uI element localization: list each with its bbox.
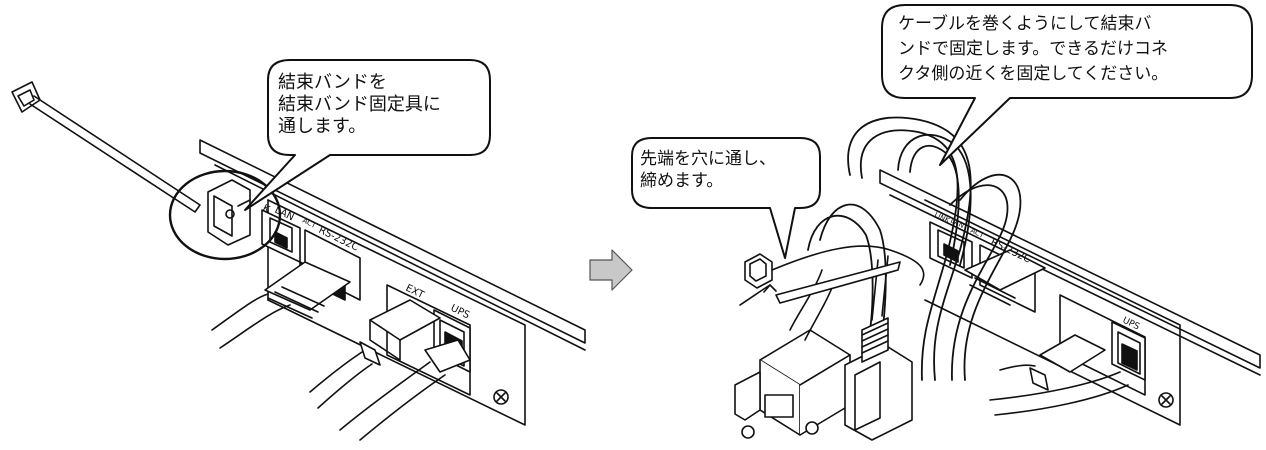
highlight-ellipse (168, 169, 282, 261)
rs232c-port-left (211, 229, 361, 349)
callout-cable-line-3: クタ側の近くを固定してください。 (898, 64, 1169, 84)
ups-port-right (989, 294, 1146, 416)
device-panel-left (199, 139, 586, 426)
right-illustration (631, 4, 1261, 441)
callout-cable-line-2: ンドで固定します。できるだけコネ (898, 39, 1168, 59)
left-illustration (11, 59, 586, 441)
port-label-act-left: ACT (301, 217, 318, 231)
port-label-link-left: K (261, 203, 272, 216)
callout-left-line-3: 通します。 (278, 116, 367, 137)
callout-bubble-left (244, 59, 491, 211)
callout-bubble-tip (631, 137, 821, 259)
cable-tie-left (11, 81, 201, 213)
callout-tip-line-2: 締めます。 (640, 171, 724, 191)
callout-bubble-cable (881, 4, 1253, 166)
cable-tie-right (739, 245, 925, 306)
callout-left-line-2: 結束バンド固定具に (278, 94, 441, 115)
callout-text-tip: 先端を穴に通し、 締めます。 (640, 148, 776, 192)
callout-left-line-1: 結束バンドを (278, 72, 387, 93)
ext-ups-ports-left (309, 284, 471, 441)
lan-plug (844, 255, 913, 441)
right-arrow-icon (589, 249, 633, 291)
callout-text-cable: ケーブルを巻くようにして結束バ ンドで固定します。できるだけコネ クタ側の近くを… (898, 12, 1168, 87)
dsub-connector (734, 269, 851, 439)
tie-mount-left (207, 179, 251, 246)
callout-text-left: 結束バンドを 結束バンド固定具に 通します。 (278, 72, 441, 138)
callout-cable-line-1: ケーブルを巻くようにして結束バ (898, 14, 1152, 34)
device-panel-right (879, 169, 1261, 426)
callout-tip-line-1: 先端を穴に通し、 (640, 149, 776, 169)
lan-port-left (261, 209, 301, 263)
